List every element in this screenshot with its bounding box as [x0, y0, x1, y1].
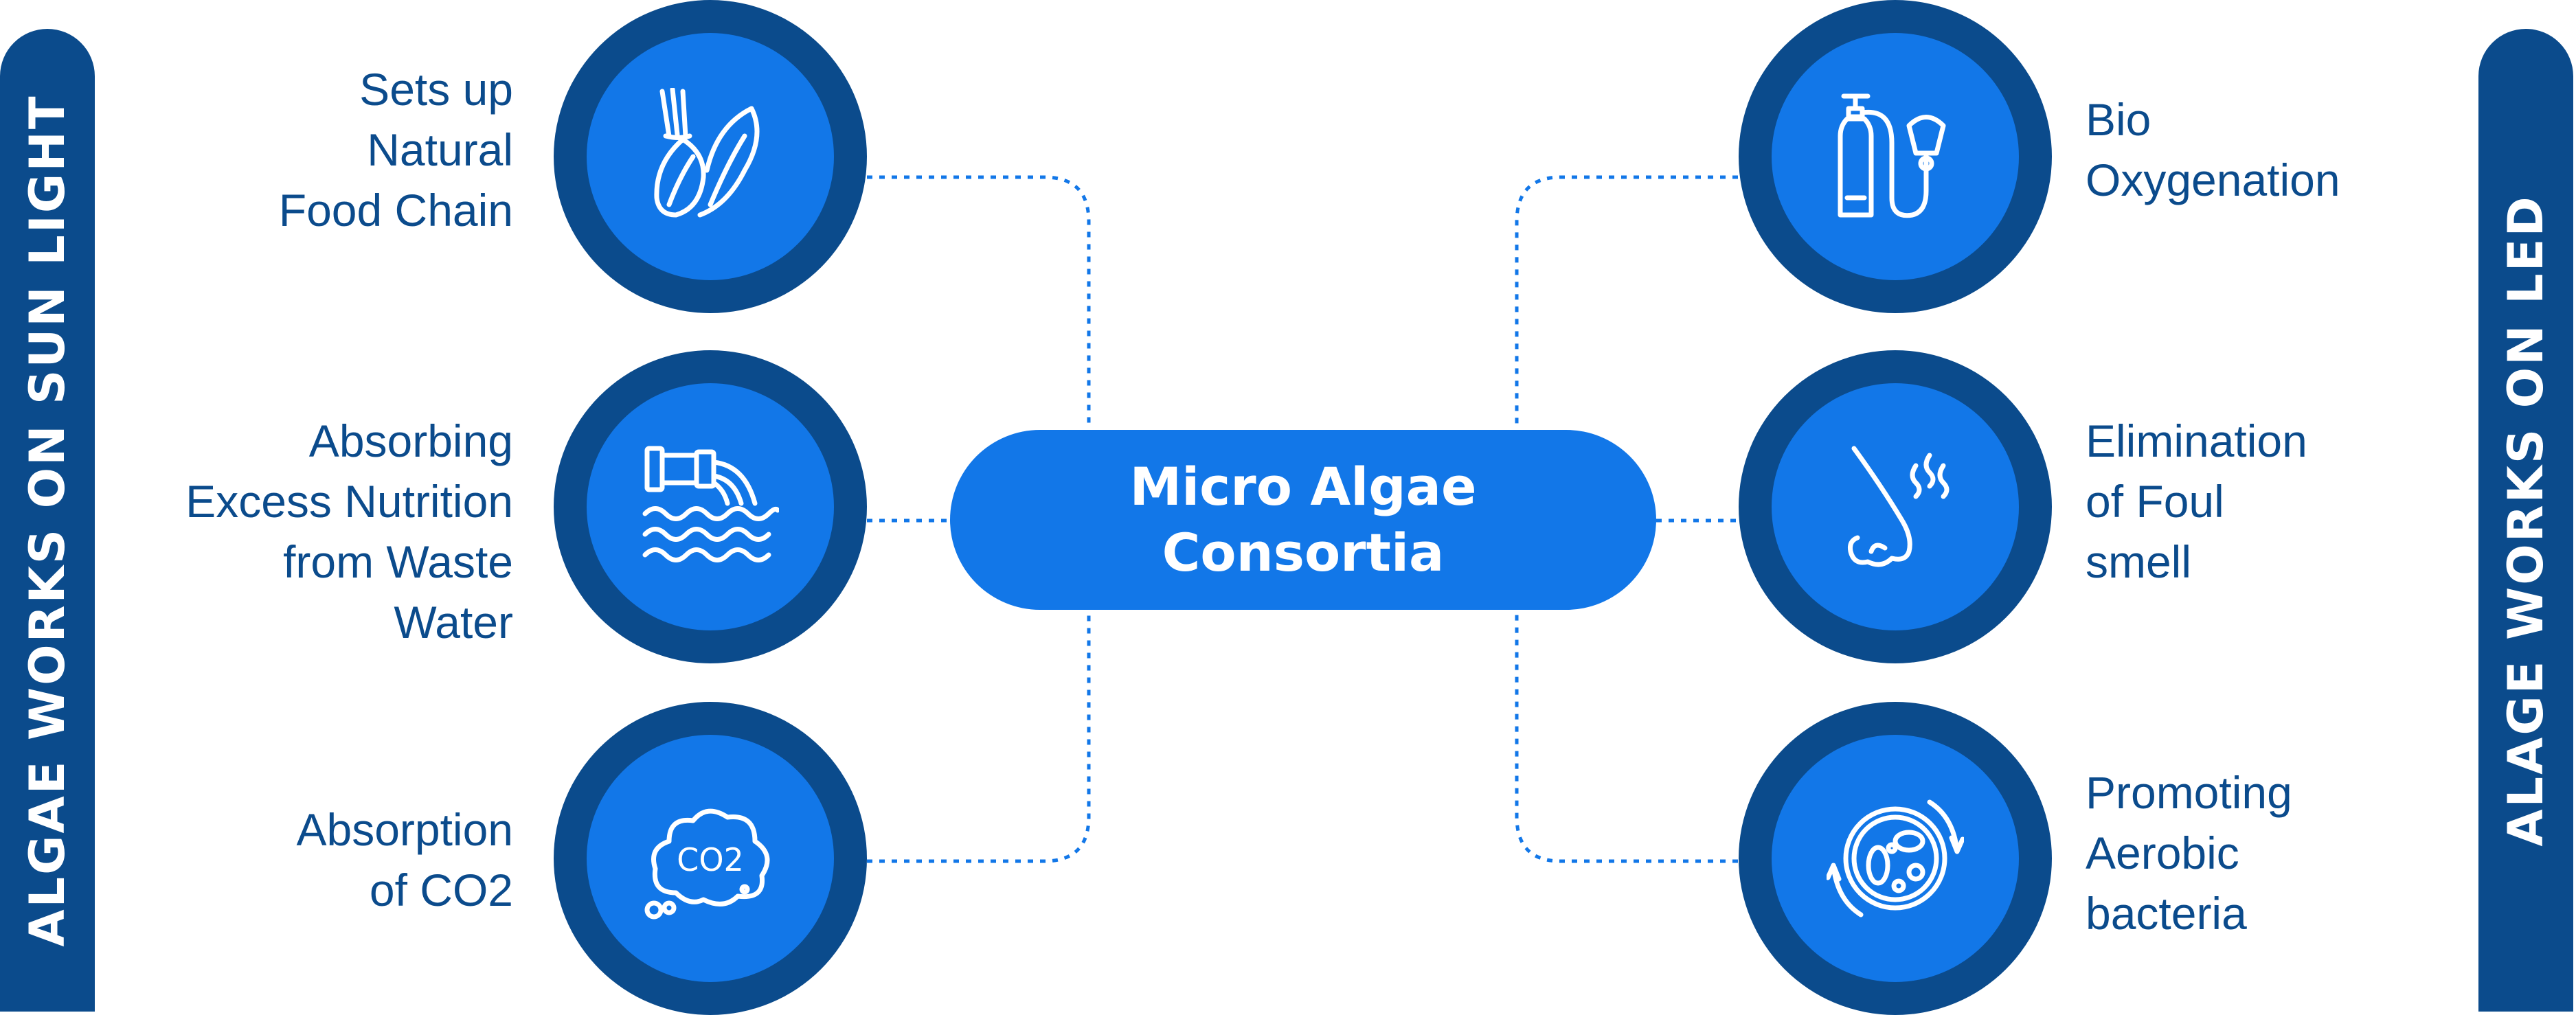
co2-badge: CO2 — [554, 702, 867, 1015]
wastewater-pipe-icon — [642, 446, 779, 562]
co2-icon-text: CO2 — [677, 841, 744, 878]
plant-food-chain-icon — [654, 88, 760, 218]
connector-right-top — [1515, 175, 1738, 426]
label-food-chain: Sets up Natural Food Chain — [278, 64, 513, 236]
left-side-banner: ALGAE WORKS ON SUN LIGHT — [0, 29, 95, 1012]
label-co2-absorption: Absorption of CO2 — [296, 804, 513, 915]
nose-smell-icon — [1848, 446, 1950, 567]
co2-cloud-icon: CO2 — [644, 808, 770, 920]
center-pill: Micro Algae Consortia — [950, 430, 1656, 610]
label-excess-nutrition: Absorbing Excess Nutrition from Waste Wa… — [185, 415, 513, 648]
label-bio-oxygenation: Bio Oxygenation — [2086, 94, 2340, 205]
wastewater-badge — [554, 350, 867, 663]
oxygen-badge — [1739, 0, 2052, 313]
center-title-line2: Consortia — [1162, 522, 1445, 583]
right-side-banner: ALAGE WORKS ON LED — [2478, 29, 2573, 1012]
bacteria-badge — [1739, 702, 2052, 1015]
center-title-line1: Micro Algae — [1129, 456, 1477, 517]
label-aerobic-bacteria: Promoting Aerobic bacteria — [2086, 767, 2292, 939]
label-foul-smell: Elimination of Foul smell — [2086, 415, 2307, 587]
plant-food-chain-badge — [554, 0, 867, 313]
connector-left-bottom — [867, 613, 1091, 863]
bacteria-petri-dish-icon — [1827, 799, 1964, 917]
oxygen-tank-mask-icon — [1838, 93, 1946, 218]
foul-smell-badge — [1739, 350, 2052, 663]
connector-right-bottom — [1515, 613, 1738, 863]
connector-left-top — [867, 175, 1091, 426]
